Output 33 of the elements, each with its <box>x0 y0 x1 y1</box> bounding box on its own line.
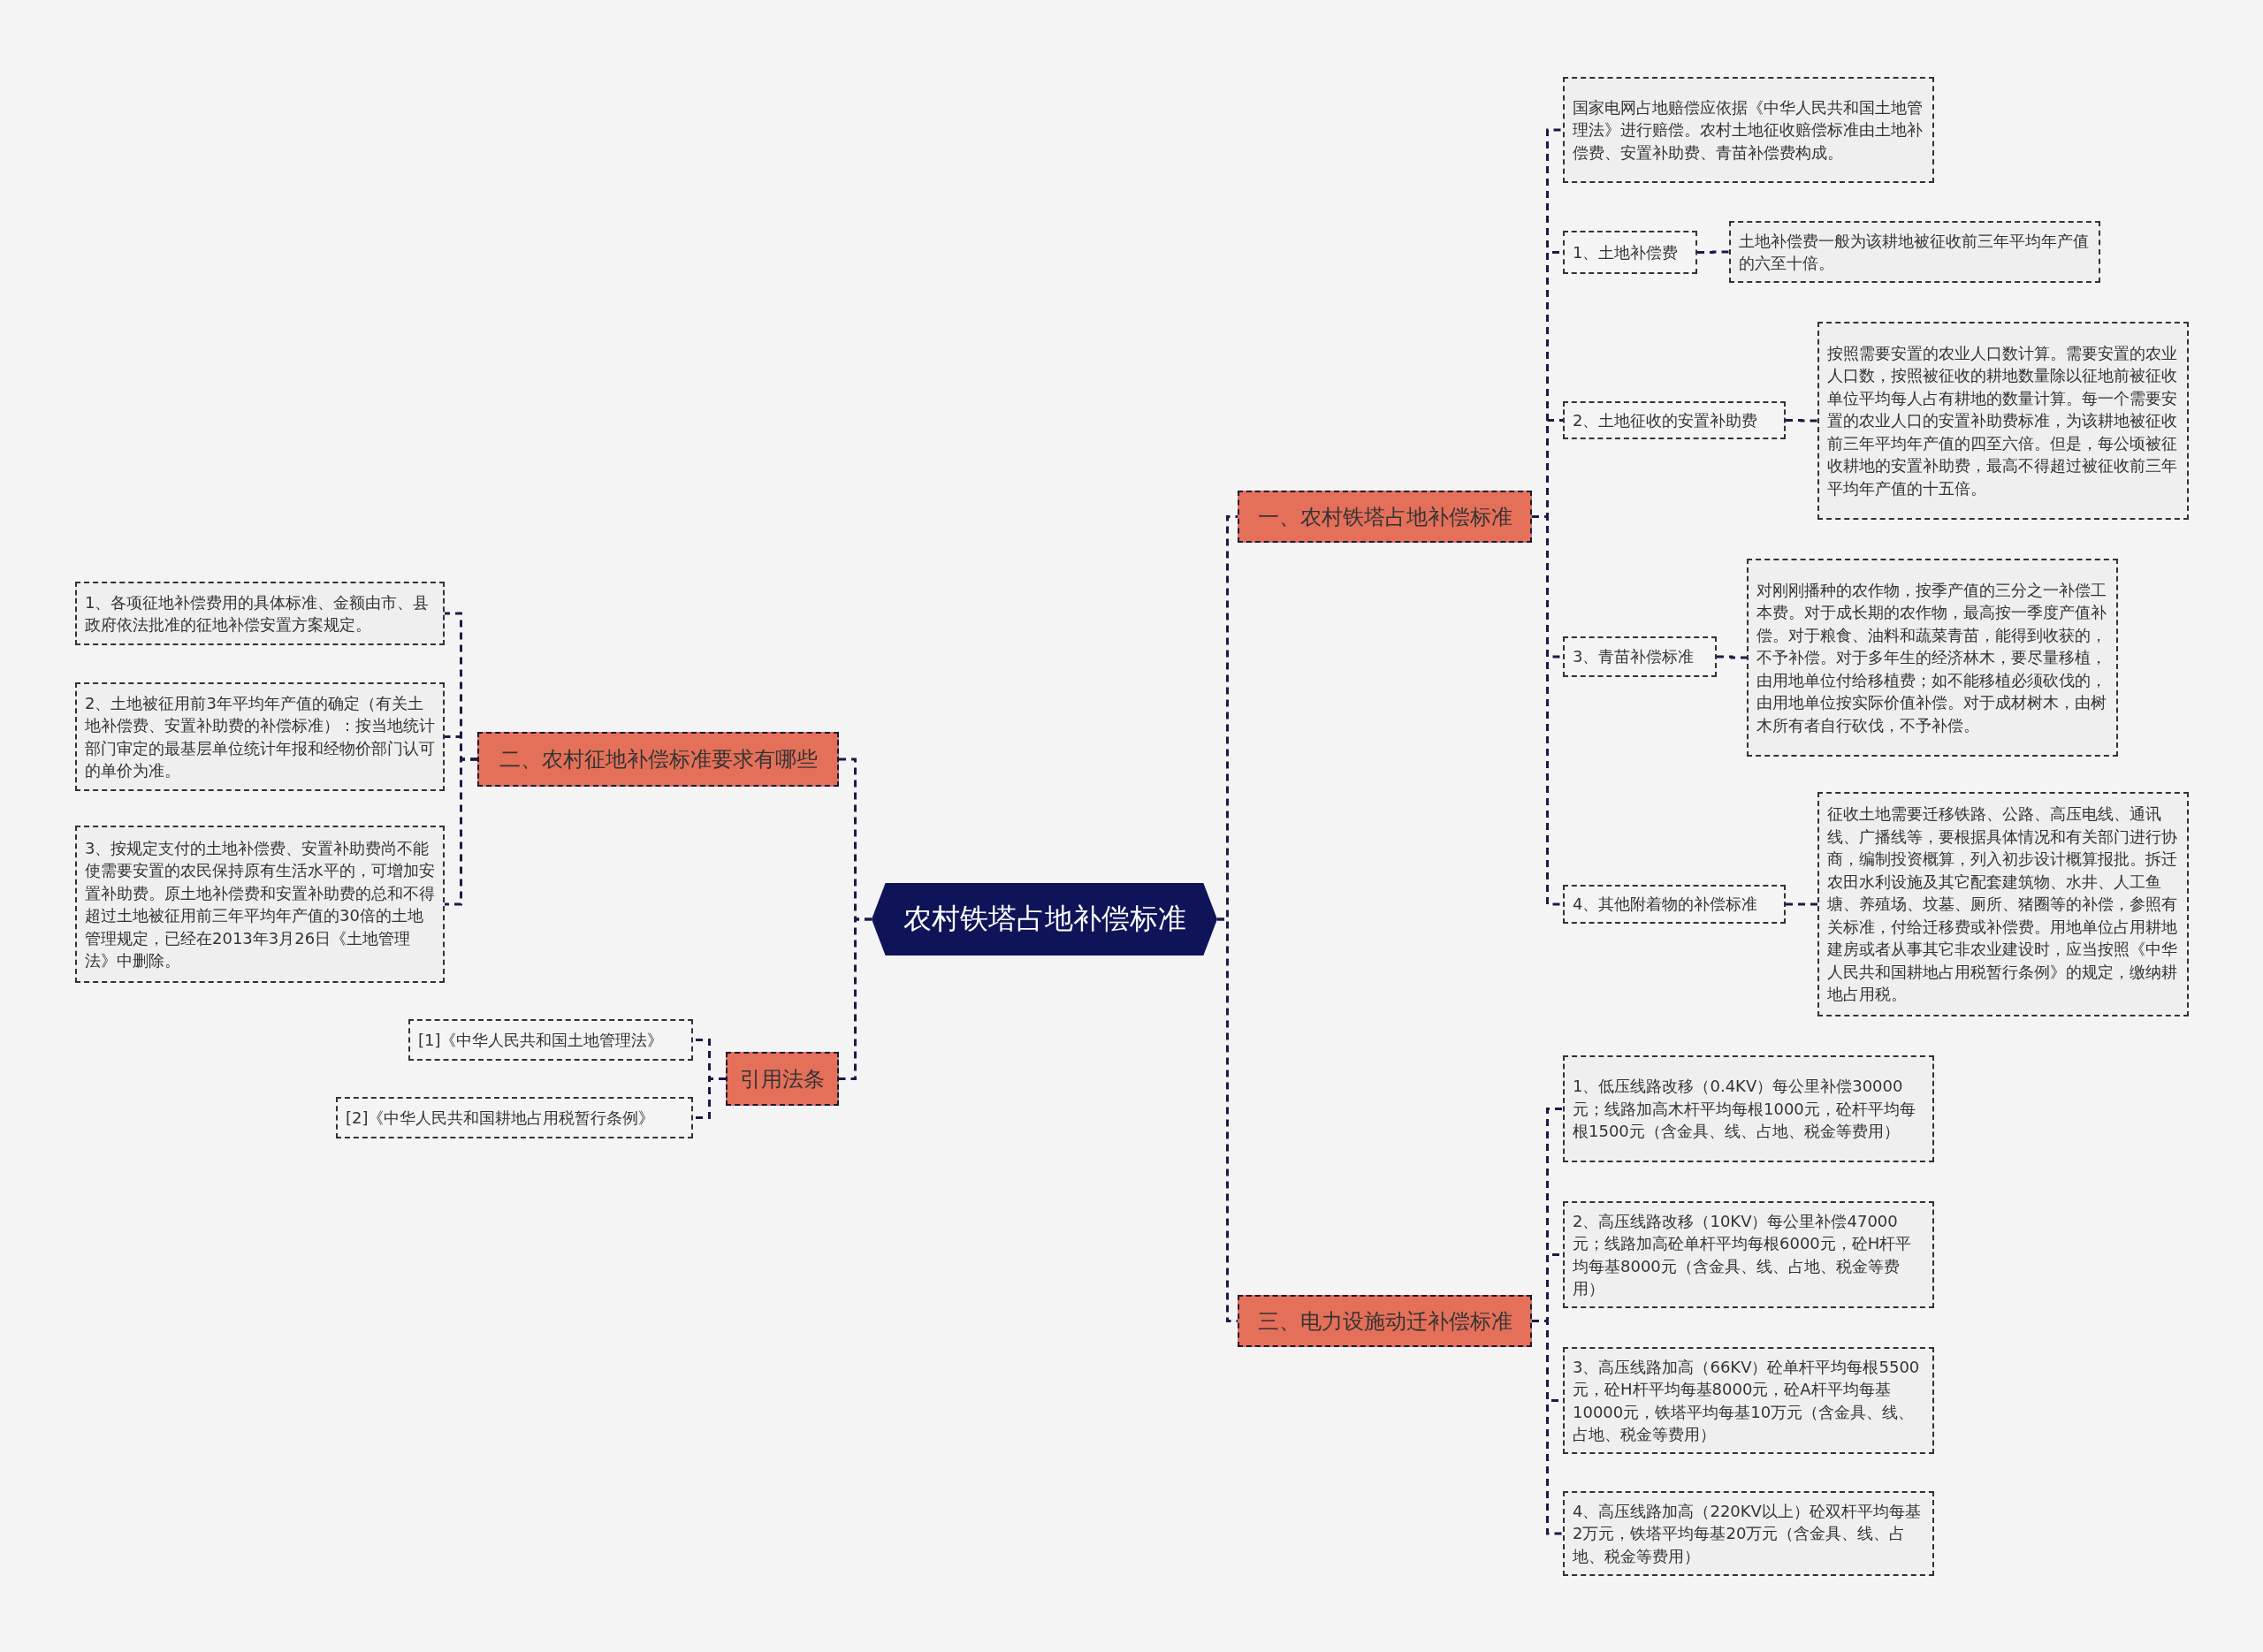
text-box: 3、按规定支付的土地补偿费、安置补助费尚不能使需要安置的农民保持原有生活水平的，可增加安置补助费。原土地补偿费和安置补助费的总和不得超过土地被征用前三年平均年产值的30倍的土地管理规定，已经在2013年3月26日《土地管理法》中删除。 <box>75 826 445 983</box>
reference-box: [1]《中华人民共和国土地管理法》 <box>408 1019 693 1061</box>
subtopic-box: 2、土地征收的安置补助费 <box>1563 401 1786 439</box>
text-box: 4、高压线路加高（220KV以上）砼双杆平均每基2万元，铁塔平均每基20万元（含金具、线、占地、税金等费用） <box>1563 1491 1934 1576</box>
connector-line <box>839 917 872 1080</box>
connector-line <box>1217 917 1238 1322</box>
subtopic-box: 4、其他附着物的补偿标准 <box>1563 885 1786 924</box>
connector-line <box>445 757 477 906</box>
text-box: 1、低压线路改移（0.4KV）每公里补偿30000元；线路加高木杆平均每根1000元，砼杆平均每根1500元（含金具、线、占地、税金等费用） <box>1563 1055 1934 1162</box>
branch-topic: 二、农村征地补偿标准要求有哪些 <box>477 732 839 787</box>
branch-topic: 引用法条 <box>726 1052 839 1106</box>
branch-topic: 一、农村铁塔占地补偿标准 <box>1238 491 1532 543</box>
connector-line <box>1786 902 1817 906</box>
connector-line <box>1532 1320 1563 1535</box>
reference-box: [2]《中华人民共和国耕地占用税暂行条例》 <box>336 1097 693 1138</box>
connector-line <box>1717 655 1747 659</box>
text-box: 1、各项征地补偿费用的具体标准、金额由市、县政府依法批准的征地补偿安置方案规定。 <box>75 582 445 645</box>
text-box: 按照需要安置的农业人口数计算。需要安置的农业人口数，按照被征收的耕地数量除以征地前被征收单位平均每人占有耕地的数量计算。每一个需要安置的农业人口的安置补助费标准，为该耕地被征收前三年平均年产值的四至六倍。但是，每公顷被征收耕地的安置补助费，最高不得超过被征收前三年平均年产值的十五倍。 <box>1817 322 2189 520</box>
text-box: 2、高压线路改移（10KV）每公里补偿47000元；线路加高砼单杆平均每根6000元，砼H杆平均每基8000元（含金具、线、占地、税金等费用） <box>1563 1201 1934 1308</box>
subtopic-box: 1、土地补偿费 <box>1563 231 1697 274</box>
subtopic-box: 3、青苗补偿标准 <box>1563 636 1717 677</box>
text-box: 土地补偿费一般为该耕地被征收前三年平均年产值的六至十倍。 <box>1729 221 2100 283</box>
text-box: 3、高压线路加高（66KV）砼单杆平均每根5500元，砼H杆平均每基8000元，砼A杆平均每基10000元，铁塔平均每基10万元（含金具、线、占地、税金等费用） <box>1563 1347 1934 1454</box>
connector-line <box>1786 419 1817 423</box>
text-box: 征收土地需要迁移铁路、公路、高压电线、通讯线、广播线等，要根据具体情况和有关部门进行协商，编制投资概算，列入初步设计概算报批。拆迁农田水利设施及其它配套建筑物、水井、人工鱼塘、养殖场、坟墓、厕所、猪圈等的补偿，参照有关标准，付给迁移费或补偿费。用地单位占用耕地建房或者从事其它非农业建设时，应当按照《中华人民共和国耕地占用税暂行条例》的规定，缴纳耕地占用税。 <box>1817 792 2189 1016</box>
text-box: 对刚刚播种的农作物，按季产值的三分之一补偿工本费。对于成长期的农作物，最高按一季度产值补偿。对于粮食、油料和蔬菜青苗，能得到收获的，不予补偿。对于多年生的经济林木，要尽量移植，由用地单位付给移植费；如不能移植必须砍伐的，由用地单位按实际价值补偿。对于成材树木，由树木所有者自行砍伐，不予补偿。 <box>1747 559 2118 757</box>
text-box: 国家电网占地赔偿应依据《中华人民共和国土地管理法》进行赔偿。农村土地征收赔偿标准由土地补偿费、安置补助费、青苗补偿费构成。 <box>1563 77 1934 183</box>
connector-line <box>1532 515 1563 906</box>
connector-line <box>1697 250 1729 254</box>
text-box: 2、土地被征用前3年平均年产值的确定（有关土地补偿费、安置补助费的补偿标准）：按当地统计部门审定的最基层单位统计年报和经物价部门认可的单价为准。 <box>75 682 445 791</box>
branch-topic: 三、电力设施动迁补偿标准 <box>1238 1295 1532 1347</box>
root-topic: 农村铁塔占地补偿标准 <box>872 883 1217 955</box>
connector-line <box>693 1077 726 1119</box>
